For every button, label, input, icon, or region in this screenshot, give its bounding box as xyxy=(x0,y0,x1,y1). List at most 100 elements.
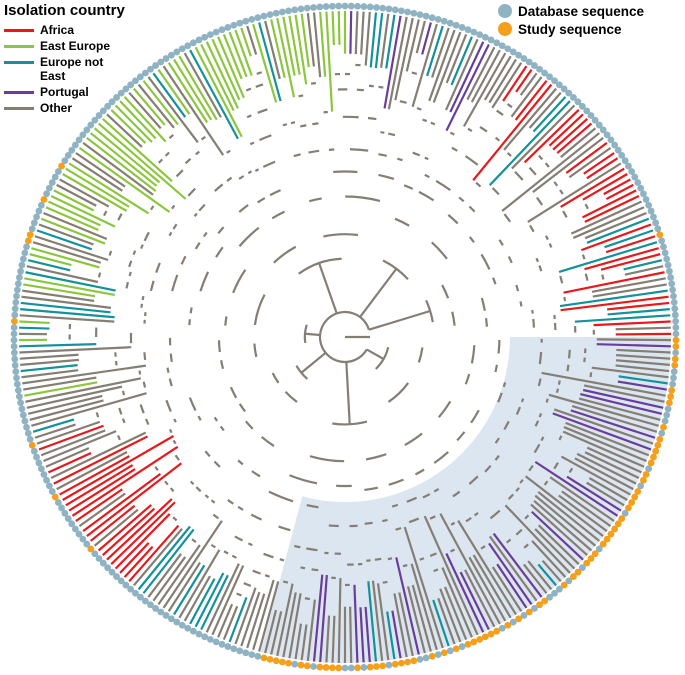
europe-not-east-swatch xyxy=(4,61,34,64)
tree-branch xyxy=(606,301,670,311)
tree-arc xyxy=(424,156,429,161)
tree-branch xyxy=(617,380,667,391)
database-tip xyxy=(108,568,116,576)
study-tip xyxy=(672,336,680,344)
study-tip xyxy=(536,601,543,609)
tree-branch xyxy=(110,501,176,565)
tree-arc xyxy=(414,468,425,476)
tree-arc xyxy=(271,372,280,384)
tree-arc xyxy=(465,516,472,523)
tree-arc xyxy=(387,557,393,561)
tree-branch xyxy=(359,607,365,663)
tree-arc xyxy=(229,386,238,399)
tree-arc xyxy=(226,176,233,182)
database-tip xyxy=(242,17,250,25)
tree-branch xyxy=(89,132,158,187)
tree-branch xyxy=(31,247,100,269)
tree-branch xyxy=(29,253,72,267)
tree-branch xyxy=(591,277,666,293)
tree-arc xyxy=(144,418,150,425)
tree-branch xyxy=(65,167,130,208)
database-tip xyxy=(422,654,430,662)
tree-branch xyxy=(515,69,533,93)
database-tip xyxy=(17,399,24,407)
tip-legend-database: Database sequence xyxy=(498,2,644,20)
database-tip xyxy=(335,2,343,10)
tree-arc xyxy=(538,412,543,418)
tree-arc xyxy=(528,464,534,472)
database-tip xyxy=(509,48,517,56)
tree-branch xyxy=(21,369,79,379)
tip-legend-label: Study sequence xyxy=(518,21,622,37)
study-tip xyxy=(322,664,330,671)
tree-branch xyxy=(459,571,490,631)
tree-arc xyxy=(282,123,288,127)
database-tip xyxy=(108,98,116,106)
tree-arc xyxy=(154,466,159,471)
database-tip xyxy=(248,16,256,23)
tree-branch xyxy=(367,581,378,662)
tree-arc xyxy=(464,373,471,385)
tree-arc xyxy=(304,597,311,601)
tree-branch xyxy=(25,377,142,403)
tree-branch xyxy=(331,615,336,663)
database-tip xyxy=(446,19,454,27)
database-tip xyxy=(661,417,669,425)
tree-branch xyxy=(157,69,191,115)
database-tip xyxy=(206,635,214,643)
tree-arc xyxy=(368,84,374,88)
tree-branch xyxy=(349,11,353,54)
tree-arc xyxy=(128,271,132,277)
tree-arc xyxy=(232,269,247,294)
tree-branch xyxy=(531,510,584,561)
tree-arc xyxy=(311,568,319,572)
tree-branch xyxy=(591,366,669,379)
tree-arc xyxy=(245,87,252,92)
database-tip xyxy=(40,471,48,478)
tree-branch xyxy=(421,22,432,55)
tree-arc xyxy=(494,437,500,444)
tree-arc xyxy=(194,242,201,250)
tree-branch xyxy=(32,418,75,433)
tree-arc xyxy=(226,149,231,154)
legend-label: Other xyxy=(40,101,73,115)
database-tip xyxy=(658,429,666,437)
tree-arc xyxy=(451,146,458,152)
tree-arc xyxy=(250,513,263,521)
database-tip xyxy=(266,11,274,19)
tree-branch xyxy=(511,104,576,170)
database-tip xyxy=(61,157,69,165)
tree-branch xyxy=(21,295,112,309)
tree-branch xyxy=(294,14,308,85)
tree-branch xyxy=(369,12,378,68)
database-tip xyxy=(647,207,655,215)
database-tip xyxy=(79,535,87,543)
database-tip xyxy=(230,645,238,653)
database-tip xyxy=(37,465,45,473)
tree-arc xyxy=(169,487,175,493)
tree-branch xyxy=(483,55,512,101)
database-tip xyxy=(410,9,418,17)
study-tip xyxy=(391,660,399,668)
tree-branch xyxy=(43,430,117,463)
tree-tips xyxy=(10,2,680,672)
tree-branch xyxy=(178,55,218,121)
tree-arc xyxy=(523,543,529,549)
tree-arc xyxy=(256,71,263,75)
database-tip xyxy=(464,26,472,34)
study-tip xyxy=(285,659,292,667)
database-tip xyxy=(595,545,603,553)
legend-label: Europe not East xyxy=(40,55,104,83)
tree-arc xyxy=(515,487,520,492)
study-tip xyxy=(10,317,18,325)
database-tip xyxy=(167,51,175,59)
tree-arc xyxy=(589,372,593,378)
tree-branch xyxy=(205,563,240,633)
tree-branch xyxy=(527,560,553,591)
tree-arc xyxy=(217,340,221,353)
database-tip xyxy=(625,162,632,170)
tree-arc xyxy=(515,284,520,292)
tree-branch xyxy=(624,265,664,276)
tree-branch xyxy=(600,253,661,271)
tree-arc xyxy=(172,516,178,522)
